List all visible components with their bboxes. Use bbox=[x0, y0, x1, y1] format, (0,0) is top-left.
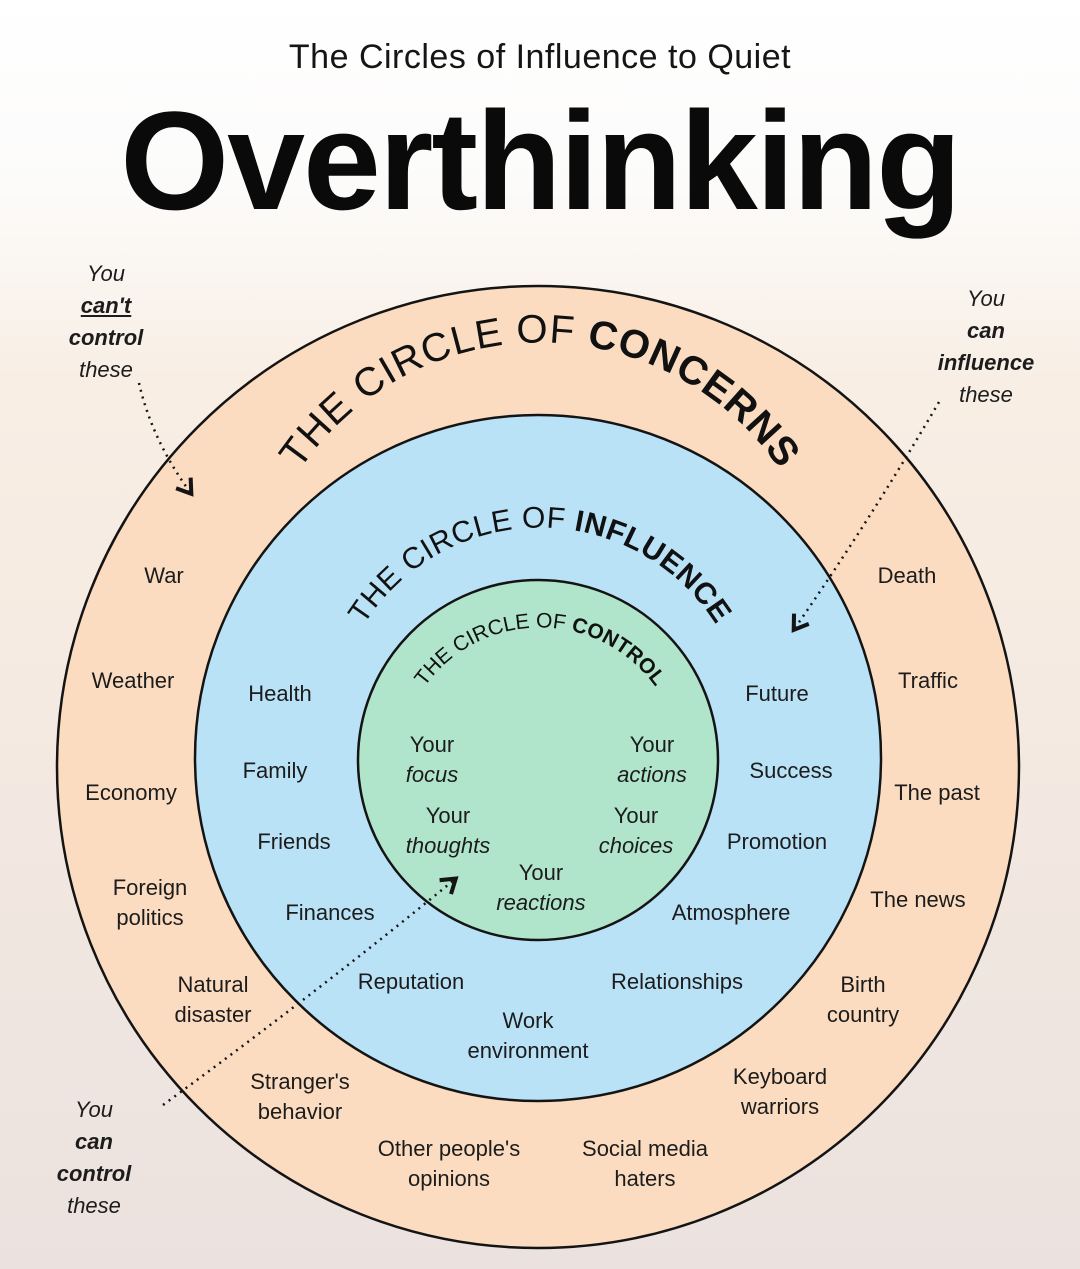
influence-item: Success bbox=[749, 758, 833, 783]
note-can-control: You can control these bbox=[56, 1097, 132, 1218]
concern-item: The past bbox=[894, 780, 980, 805]
influence-item: Atmosphere bbox=[671, 900, 791, 925]
influence-item: Friends bbox=[257, 829, 331, 854]
note-can-influence: You can influence these bbox=[937, 286, 1035, 407]
concern-item: War bbox=[144, 563, 184, 588]
page-title: Overthinking bbox=[120, 82, 961, 239]
concern-item: Traffic bbox=[898, 668, 958, 693]
influence-item: Future bbox=[745, 681, 809, 706]
note-cant-control: You can't control these bbox=[68, 261, 144, 382]
influence-item: Health bbox=[248, 681, 312, 706]
concern-item: Death bbox=[877, 563, 937, 588]
influence-item: Finances bbox=[285, 900, 375, 925]
influence-item: Family bbox=[242, 758, 308, 783]
circle-of-control bbox=[356, 578, 720, 942]
concern-item: Weather bbox=[91, 668, 175, 693]
influence-item: Promotion bbox=[726, 829, 828, 854]
influence-item: Reputation bbox=[357, 969, 465, 994]
influence-item: Relationships bbox=[610, 969, 744, 994]
concern-item: Economy bbox=[85, 780, 177, 805]
arrow-can-control bbox=[162, 876, 459, 1107]
subtitle: The Circles of Influence to Quiet bbox=[288, 38, 792, 76]
concern-item: The news bbox=[870, 887, 966, 912]
